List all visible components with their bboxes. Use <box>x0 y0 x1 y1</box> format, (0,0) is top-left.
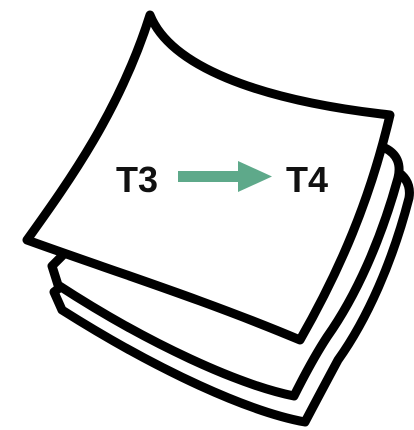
from-label: T3 <box>116 159 158 200</box>
to-label: T4 <box>286 159 328 200</box>
right-arrow-icon <box>178 161 272 192</box>
